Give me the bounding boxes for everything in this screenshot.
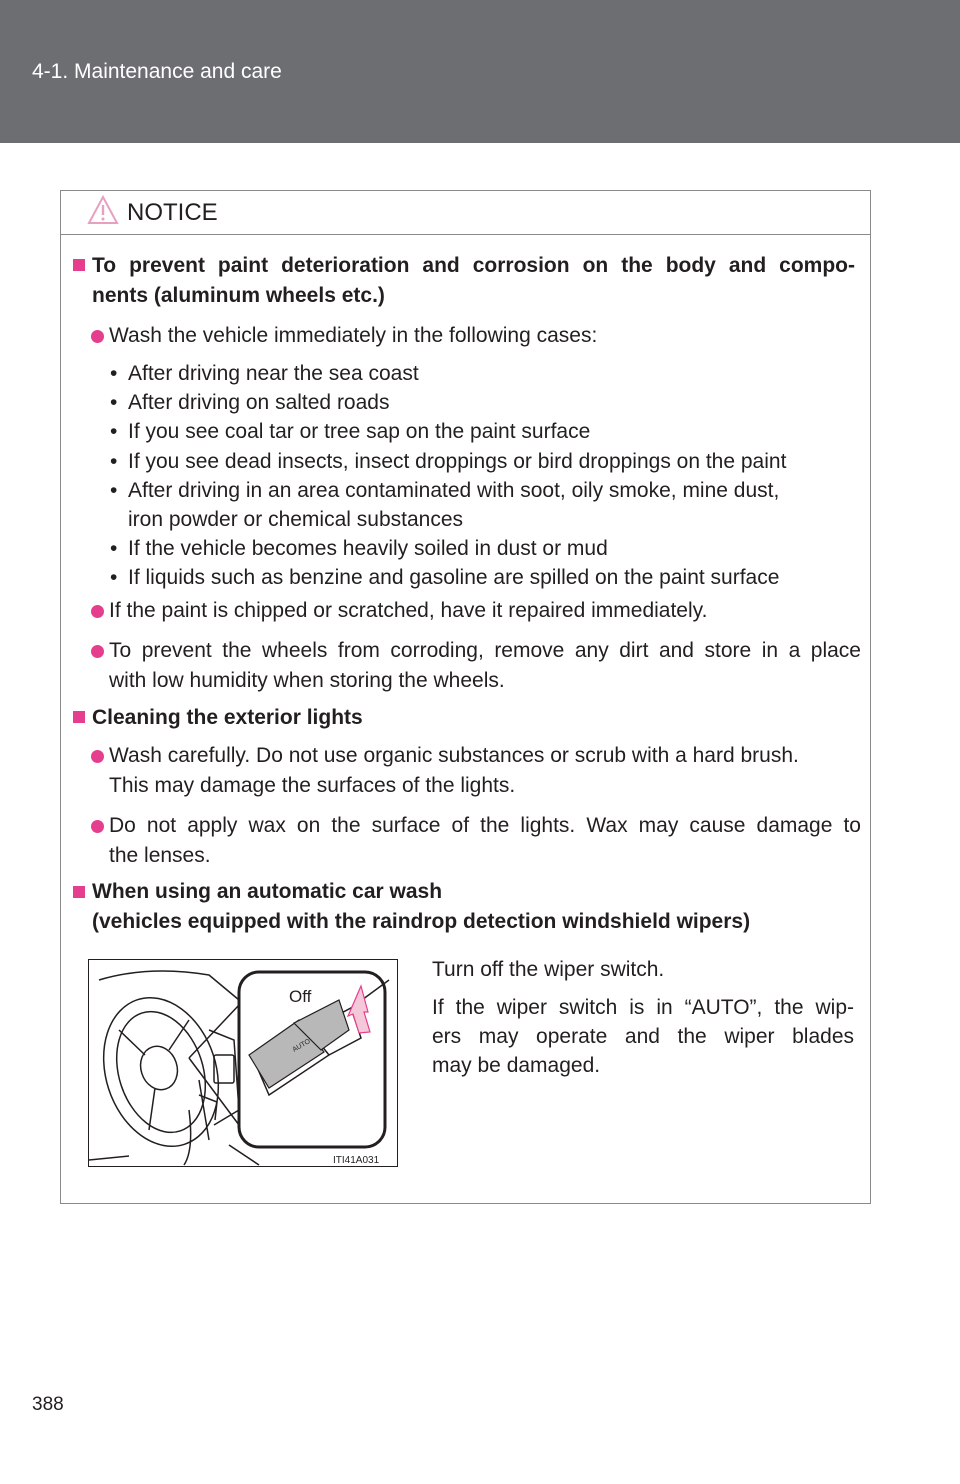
warning-triangle-icon	[87, 195, 119, 224]
list-item: After driving on salted roads	[128, 391, 390, 414]
list-item: If you see dead insects, insect dropping…	[128, 450, 787, 473]
bullet-dot	[91, 820, 104, 833]
list-item: If you see coal tar or tree sap on the p…	[128, 420, 591, 443]
page-header: 4-1. Maintenance and care	[0, 0, 960, 143]
list-item: After driving in an area contaminated wi…	[128, 479, 780, 502]
list-item-continuation: iron powder or chemical substances	[128, 508, 463, 531]
list-item: If liquids such as benzine and gasoline …	[128, 566, 780, 589]
sub-bullet-marker: •	[110, 391, 118, 414]
sub-bullet-marker: •	[110, 537, 118, 560]
bullet-dot	[91, 750, 104, 763]
sub-bullet-marker: •	[110, 479, 118, 502]
notice-header: NOTICE	[61, 191, 870, 235]
section-heading: Cleaning the exterior lights	[92, 706, 363, 729]
up-arrow-icon	[346, 984, 371, 1034]
section-heading: nents (aluminum wheels etc.)	[92, 284, 385, 307]
bullet-dot	[91, 330, 104, 343]
bullet-text: This may damage the surfaces of the ligh…	[109, 774, 516, 797]
figure-code: ITI41A031	[333, 1155, 380, 1166]
bullet-text: with low humidity when storing the wheel…	[109, 669, 505, 692]
sub-bullet-marker: •	[110, 450, 118, 473]
section-marker	[73, 886, 85, 898]
sub-bullet-marker: •	[110, 566, 118, 589]
bullet-text: Wash carefully. Do not use organic subst…	[109, 744, 799, 767]
bullet-text: To prevent the wheels from corroding, re…	[109, 639, 861, 662]
wiper-switch-illustration: AUTO Off ITI41A031	[88, 959, 398, 1167]
bullet-text: Wash the vehicle immediately in the foll…	[109, 324, 598, 347]
bullet-text: Do not apply wax on the surface of the l…	[109, 814, 861, 837]
section-heading: (vehicles equipped with the raindrop det…	[92, 910, 751, 933]
list-item: If the vehicle becomes heavily soiled in…	[128, 537, 608, 560]
page-number: 388	[32, 1394, 64, 1415]
steering-column-drawing: AUTO Off ITI41A031	[89, 970, 390, 1166]
instruction-text: may be damaged.	[432, 1054, 601, 1077]
notice-box: NOTICE	[60, 190, 871, 1204]
section-title: 4-1. Maintenance and care	[32, 60, 282, 83]
section-heading: To prevent paint deterioration and corro…	[92, 254, 855, 277]
list-item: After driving near the sea coast	[128, 362, 419, 385]
section-marker	[73, 259, 85, 271]
section-heading: When using an automatic car wash	[92, 880, 443, 903]
bullet-dot	[91, 605, 104, 618]
instruction-text: If the wiper switch is in “AUTO”, the wi…	[432, 996, 854, 1019]
bullet-dot	[91, 645, 104, 658]
instruction-text: ers may operate and the wiper blades	[432, 1025, 854, 1048]
bullet-text: If the paint is chipped or scratched, ha…	[109, 599, 708, 622]
instruction-text: Turn off the wiper switch.	[432, 958, 665, 981]
callout-label: Off	[289, 987, 312, 1006]
sub-bullet-marker: •	[110, 362, 118, 385]
bullet-text: the lenses.	[109, 844, 211, 867]
sub-bullet-marker: •	[110, 420, 118, 443]
notice-label: NOTICE	[127, 199, 218, 226]
section-marker	[73, 711, 85, 723]
